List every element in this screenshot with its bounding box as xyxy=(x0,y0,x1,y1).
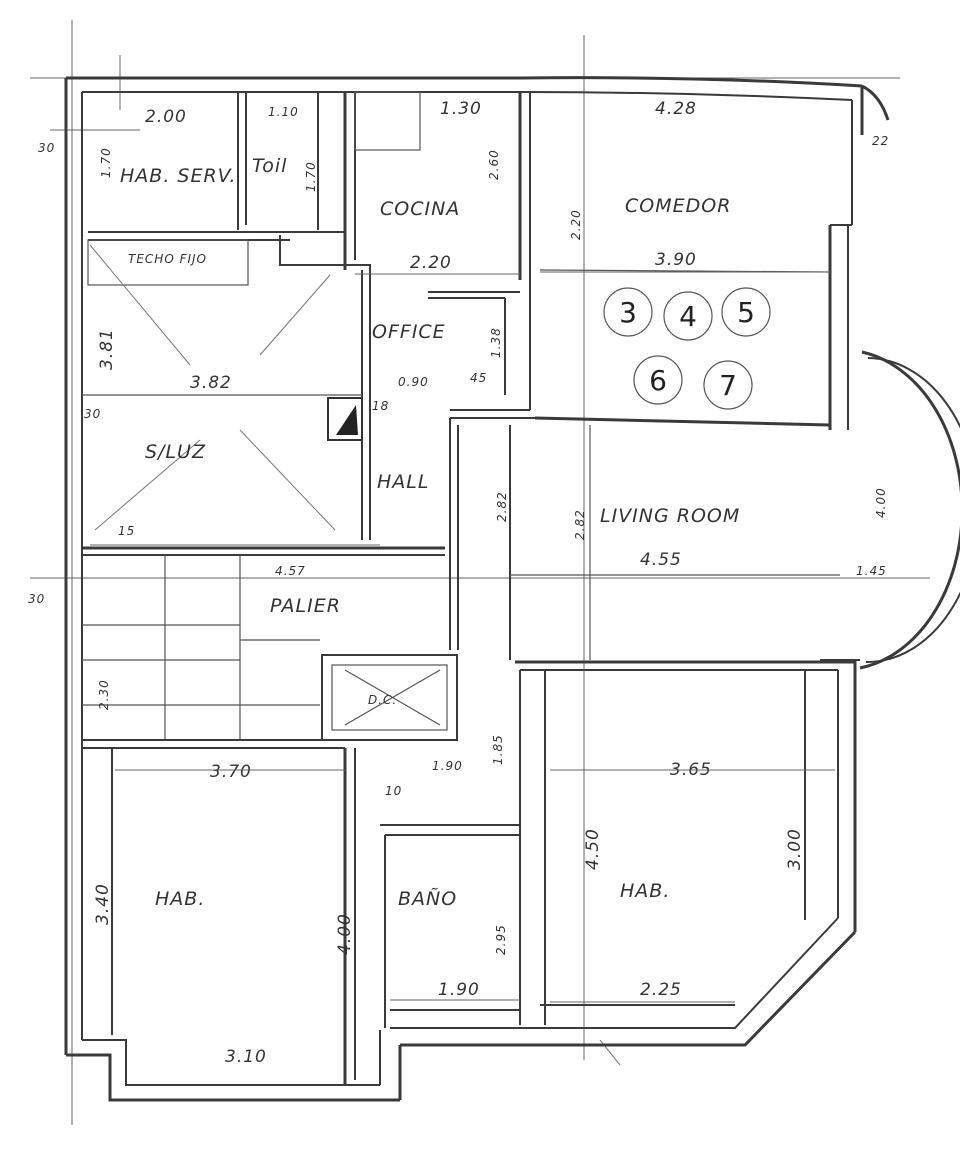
dim-hab-310: 3.10 xyxy=(225,1047,267,1067)
room-s-luz: S/LUZ xyxy=(145,441,206,463)
room-hab-serv: HAB. SERV. xyxy=(120,165,237,187)
marker-4 xyxy=(663,291,713,341)
dim-office-090: 0.90 xyxy=(398,375,429,389)
marker-6-label: 6 xyxy=(649,364,667,397)
room-bano: BAÑO xyxy=(398,887,457,910)
room-office: OFFICE xyxy=(372,321,446,343)
room-toilet: Toil xyxy=(252,155,287,177)
marker-7 xyxy=(703,360,753,410)
dim-v-220: 2.20 xyxy=(569,209,583,240)
dim-habr-225: 2.25 xyxy=(640,980,682,1000)
dim-hab-400: 4.00 xyxy=(335,913,355,955)
dim-office-138: 1.38 xyxy=(489,327,503,358)
dim-living-282b: 2.82 xyxy=(573,509,587,540)
marker-6 xyxy=(633,355,683,405)
marker-3 xyxy=(603,287,653,337)
marker-3-label: 3 xyxy=(619,296,637,329)
hatching xyxy=(82,244,840,660)
dim-v-260: 2.60 xyxy=(487,149,501,180)
dim-habr-450: 4.50 xyxy=(583,828,603,870)
outer-walls xyxy=(64,76,960,1102)
room-palier: PALIER xyxy=(270,595,341,617)
dim-30-a: 30 xyxy=(38,141,55,155)
dimension-labels: 2.00 1.10 1.30 4.28 30 30 30 22 1.70 1.7… xyxy=(28,99,889,1067)
dim-top-428: 4.28 xyxy=(655,99,697,119)
dim-living-282a: 2.82 xyxy=(495,491,509,522)
dimension-ticks xyxy=(90,271,835,1003)
room-hab-left: HAB. xyxy=(155,888,205,910)
dim-bano-190-bot: 1.90 xyxy=(438,980,480,1000)
room-labels: HAB. SERV. Toil COCINA COMEDOR TECHO FIJ… xyxy=(120,155,740,910)
dim-22: 22 xyxy=(872,134,889,148)
chimney xyxy=(327,397,363,441)
dim-palier-457: 4.57 xyxy=(275,564,306,578)
room-hall: HALL xyxy=(377,471,429,493)
marker-7-label: 7 xyxy=(719,369,737,402)
dim-sluz-382: 3.82 xyxy=(190,373,232,393)
marker-5-label: 5 xyxy=(737,296,755,329)
dim-w-18: 18 xyxy=(372,399,389,413)
marker-4-label: 4 xyxy=(679,300,697,333)
dim-v-381: 3.81 xyxy=(97,328,117,370)
dim-30-c: 30 xyxy=(28,592,45,606)
dim-habr-300: 3.00 xyxy=(785,828,805,870)
marker-5 xyxy=(721,287,771,337)
dim-comedor-390: 3.90 xyxy=(655,250,697,270)
dim-bano-185: 1.85 xyxy=(491,734,505,765)
dim-living-145: 1.45 xyxy=(856,564,887,578)
room-ducto: D.C. xyxy=(368,693,397,707)
interior-walls xyxy=(82,91,855,1085)
dim-palier-230: 2.30 xyxy=(97,679,111,710)
marker-circles: 3 4 5 6 7 xyxy=(603,287,771,410)
dim-bano-190-top: 1.90 xyxy=(432,759,463,773)
dim-top-110: 1.10 xyxy=(268,105,299,119)
dim-office-045: 45 xyxy=(470,371,487,385)
dim-hab-370: 3.70 xyxy=(210,762,252,782)
dim-living-400: 4.00 xyxy=(874,487,888,518)
dim-living-455: 4.55 xyxy=(640,550,682,570)
room-techo-fijo: TECHO FIJO xyxy=(128,252,207,266)
dim-30-b: 30 xyxy=(84,407,101,421)
dim-top-130: 1.30 xyxy=(440,99,482,119)
dim-top-200: 2.00 xyxy=(145,107,187,127)
dim-bano-295: 2.95 xyxy=(494,924,508,955)
dim-v-170: 1.70 xyxy=(99,147,113,178)
dim-cocina-220: 2.20 xyxy=(410,253,452,273)
room-comedor: COMEDOR xyxy=(625,195,731,217)
dim-w-15: 15 xyxy=(118,524,135,538)
dim-v-170b: 1.70 xyxy=(304,161,318,192)
room-cocina: COCINA xyxy=(380,198,460,220)
dim-hab-340: 3.40 xyxy=(93,883,113,925)
dim-w-10: 10 xyxy=(385,784,402,798)
room-hab-right: HAB. xyxy=(620,880,670,902)
room-living: LIVING ROOM xyxy=(600,505,740,527)
